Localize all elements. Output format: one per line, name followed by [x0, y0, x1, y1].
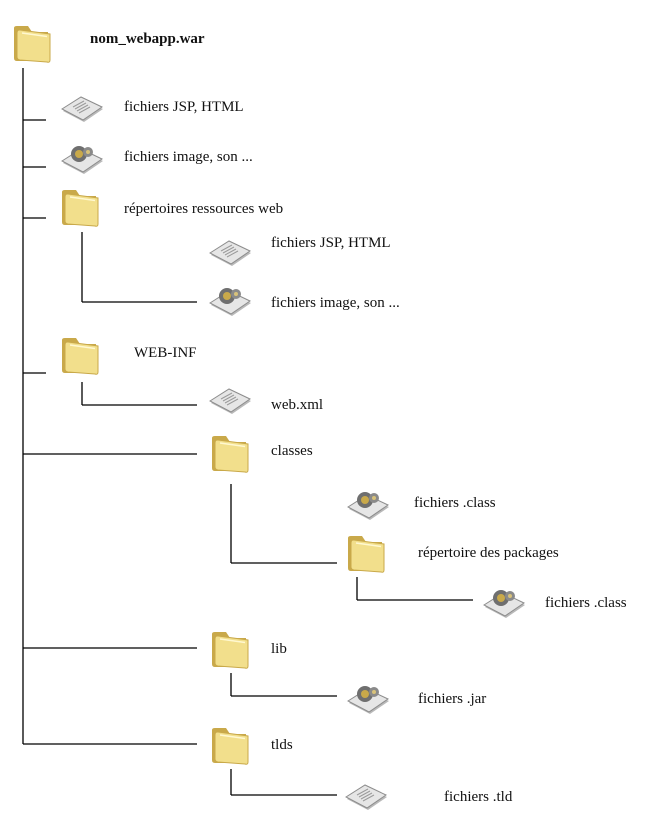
media-file-icon — [346, 486, 392, 522]
document-icon — [60, 94, 106, 124]
node-label: fichiers image, son ... — [124, 149, 253, 165]
root-label: nom_webapp.war — [90, 31, 205, 47]
node-label: fichiers JSP, HTML — [124, 99, 244, 115]
document-icon — [344, 782, 390, 812]
node-label: répertoire des packages — [418, 545, 559, 561]
folder-icon — [208, 428, 252, 474]
folder-icon — [58, 182, 102, 228]
media-file-icon — [346, 680, 392, 716]
node-label: fichiers .class — [414, 495, 496, 511]
node-label: WEB-INF — [134, 345, 197, 361]
node-label: tlds — [271, 737, 293, 753]
folder-icon — [208, 624, 252, 670]
node-label: classes — [271, 443, 313, 459]
folder-icon — [10, 18, 54, 64]
media-file-icon — [482, 584, 528, 620]
folder-icon — [344, 528, 388, 574]
node-label: répertoires ressources web — [124, 201, 284, 217]
node-label: fichiers image, son ... — [271, 295, 400, 311]
folder-icon — [58, 330, 102, 376]
media-file-icon — [60, 140, 106, 176]
media-file-icon — [208, 282, 254, 318]
folder-icon — [208, 720, 252, 766]
node-label: fichiers JSP, HTML — [271, 235, 391, 251]
node-label: web.xml — [271, 397, 324, 413]
node-label: fichiers .jar — [418, 691, 487, 707]
node-label: lib — [271, 641, 287, 657]
node-label: fichiers .tld — [444, 789, 513, 805]
document-icon — [208, 238, 254, 268]
node-label: fichiers .class — [545, 595, 627, 611]
document-icon — [208, 386, 254, 416]
